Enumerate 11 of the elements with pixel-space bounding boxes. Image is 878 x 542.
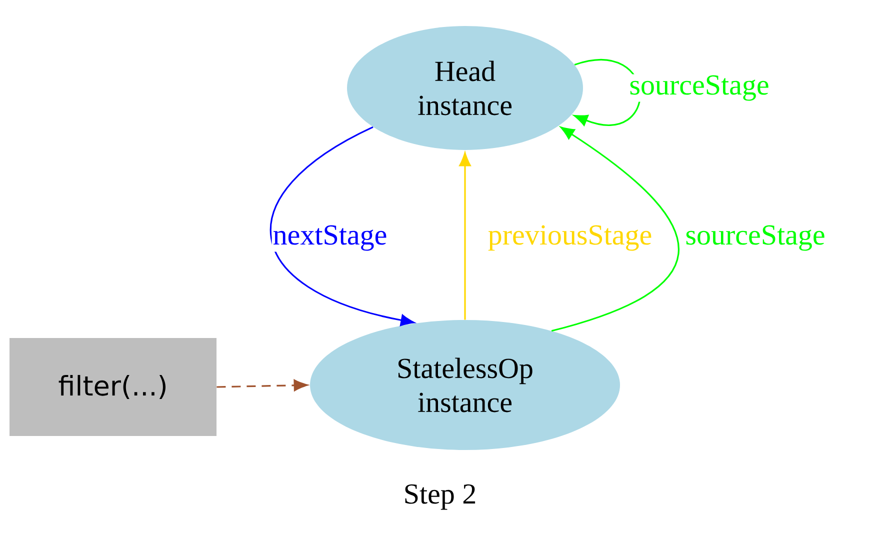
arrow [551, 126, 680, 332]
operation-box: filter(...) [10, 338, 216, 436]
edge-label: previousStage [486, 224, 654, 252]
edge-label: sourceStage [628, 74, 770, 102]
edge-label: nextStage [272, 224, 388, 252]
arrow [459, 152, 471, 320]
arrow [270, 126, 414, 326]
arrow [574, 59, 641, 126]
caption: Step 2 [405, 484, 476, 510]
arrow [216, 379, 308, 392]
edge-label: sourceStage [684, 224, 826, 252]
